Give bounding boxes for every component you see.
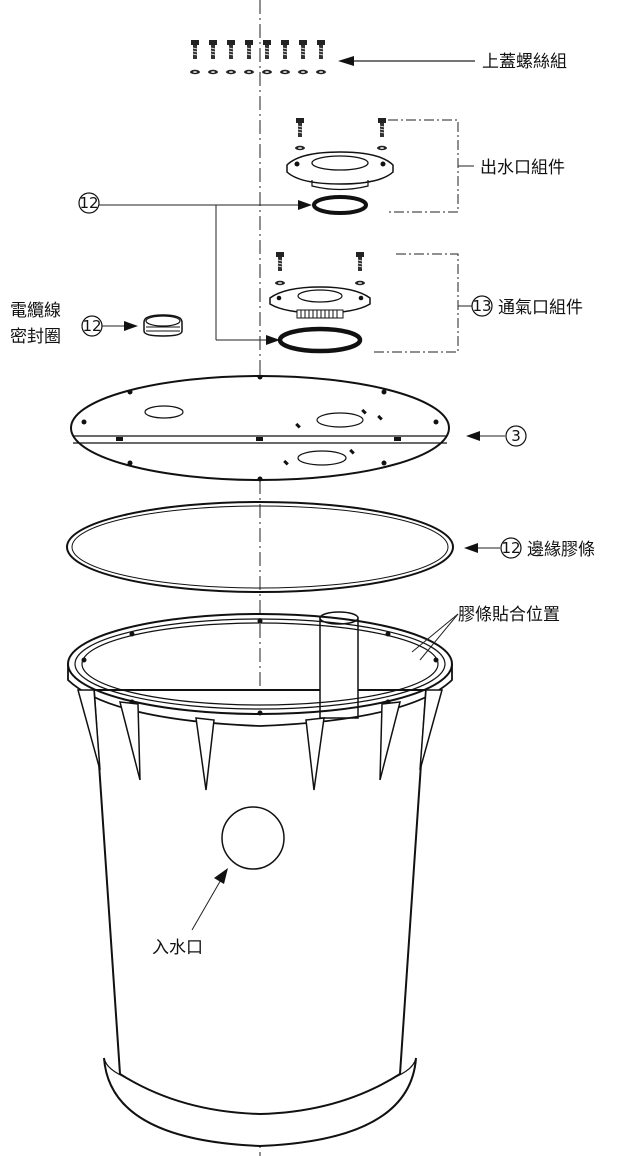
svg-text:13: 13 [472,297,491,315]
label-edge-gasket: 邊緣膠條 [527,540,595,560]
label-cable-seal-1: 電纜線 [10,301,61,321]
gasket-position-leader [411,613,459,661]
label-cable-seal-2: 密封圈 [10,327,61,347]
outlet-assembly [286,117,474,213]
tank-body [67,611,453,1148]
callout-13: 13 [471,295,493,317]
callout-12-edge: 12 [464,537,522,559]
svg-text:12: 12 [501,539,520,557]
cable-seal: 電纜線 密封圈 12 [10,301,183,347]
callout-12-top: 12 [78,192,312,345]
svg-text:3: 3 [511,427,521,445]
lid-plate [70,374,450,482]
label-lid-screws: 上蓋螺絲組 [482,52,567,72]
lid-screws-leader [338,56,475,66]
o-ring-outlet [312,195,368,215]
label-outlet: 出水口組件 [480,158,565,178]
edge-gasket [66,501,454,593]
o-ring-vent [277,326,363,354]
lid-screw-set [190,39,326,75]
vent-assembly [269,251,472,353]
callout-3: 3 [466,425,527,447]
label-vent: 通氣口組件 [498,298,583,318]
svg-text:12: 12 [79,194,98,212]
svg-text:12: 12 [82,317,101,335]
label-gasket-position: 膠條貼合位置 [458,605,560,625]
inlet-leader [191,868,228,931]
label-inlet: 入水口 [152,938,203,958]
